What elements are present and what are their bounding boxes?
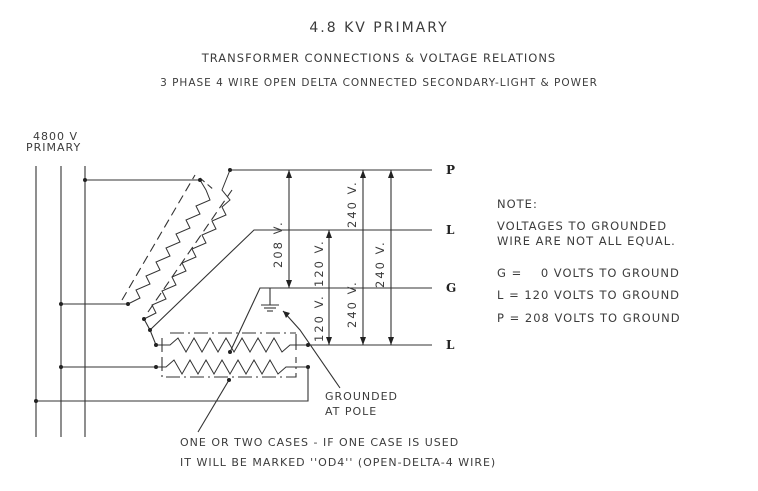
- cases-callout-2: IT WILL BE MARKED ''OD4'' (OPEN-DELTA-4 …: [180, 456, 497, 469]
- primary-voltage-label: 4800 V: [33, 130, 79, 143]
- dim-120v-lower: 120 V.: [312, 294, 326, 342]
- cases-callout-1: ONE OR TWO CASES - IF ONE CASE IS USED: [180, 436, 460, 449]
- dim-208v: 208 V.: [271, 220, 285, 268]
- note-line-1: VOLTAGES TO GROUNDED: [497, 219, 668, 233]
- note-heading: NOTE:: [497, 197, 538, 211]
- bus-label-p: P: [446, 163, 456, 177]
- dim-240v-l-l: 240 V.: [345, 280, 359, 328]
- grounded-callout-2: AT POLE: [325, 405, 378, 418]
- diagram-subtitle: TRANSFORMER CONNECTIONS & VOLTAGE RELATI…: [201, 51, 557, 65]
- note-l-value: L = 120 VOLTS TO GROUND: [497, 288, 681, 302]
- grounded-callout-1: GROUNDED: [325, 390, 398, 403]
- note-p-value: P = 208 VOLTS TO GROUND: [497, 311, 681, 325]
- bus-label-g: G: [446, 281, 457, 295]
- note-g-value: G = 0 VOLTS TO GROUND: [497, 266, 680, 280]
- diagram-description: 3 PHASE 4 WIRE OPEN DELTA CONNECTED SECO…: [160, 77, 598, 89]
- bus-label-l-lower: L: [446, 338, 455, 352]
- diagram-title: 4.8 KV PRIMARY: [309, 20, 449, 36]
- dim-240v-p-l: 240 V.: [345, 180, 359, 228]
- bus-label-l-upper: L: [446, 223, 455, 237]
- dim-240v-outer: 240 V.: [373, 240, 387, 288]
- note-line-2: WIRE ARE NOT ALL EQUAL.: [497, 234, 676, 248]
- primary-label: PRIMARY: [26, 141, 82, 154]
- dim-120v-upper: 120 V.: [312, 239, 326, 287]
